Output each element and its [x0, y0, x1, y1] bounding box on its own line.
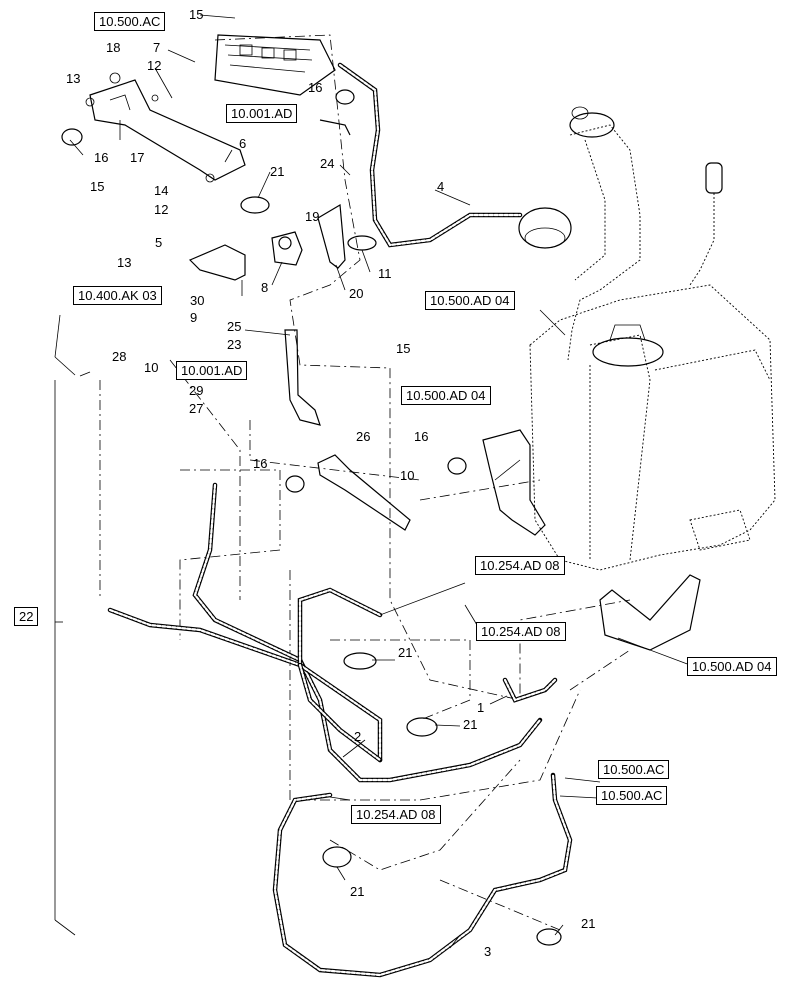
callout-21[interactable]: 21: [398, 645, 413, 660]
callout-6[interactable]: 6: [239, 136, 247, 151]
callout-22[interactable]: 22: [14, 607, 39, 626]
support-bracket: [317, 204, 346, 269]
callout-21[interactable]: 21: [581, 916, 596, 931]
callout-11[interactable]: 11: [378, 266, 392, 281]
breather-filter: [689, 162, 723, 286]
callout-13[interactable]: 13: [66, 71, 81, 86]
callout-10[interactable]: 10: [400, 468, 415, 483]
callout-10[interactable]: 10: [144, 360, 159, 375]
callout-7[interactable]: 7: [153, 40, 161, 55]
callout-21[interactable]: 21: [350, 884, 365, 899]
callout-1[interactable]: 1: [477, 700, 485, 715]
callout-4[interactable]: 4: [437, 179, 445, 194]
callout-9[interactable]: 9: [190, 310, 198, 325]
callout-16[interactable]: 16: [308, 80, 323, 95]
ref-box-10-001-ad[interactable]: 10.001.AD: [176, 361, 248, 380]
harness-4: [319, 62, 572, 249]
hose-clamps: [240, 196, 562, 946]
ref-box-10-500-ac[interactable]: 10.500.AC: [596, 786, 668, 805]
callout-21[interactable]: 21: [463, 717, 478, 732]
callout-28[interactable]: 28: [112, 349, 127, 364]
callout-24[interactable]: 24: [320, 156, 335, 171]
callout-12[interactable]: 12: [154, 202, 169, 217]
callout-20[interactable]: 20: [349, 286, 364, 301]
callout-19[interactable]: 19: [305, 209, 320, 224]
ref-box-10-500-ad-04[interactable]: 10.500.AD 04: [401, 386, 491, 405]
ref-box-10-500-ac[interactable]: 10.500.AC: [94, 12, 166, 31]
callout-15[interactable]: 15: [396, 341, 411, 356]
callout-17[interactable]: 17: [130, 150, 145, 165]
callout-3[interactable]: 3: [484, 944, 492, 959]
callout-16[interactable]: 16: [414, 429, 429, 444]
callout-13[interactable]: 13: [117, 255, 132, 270]
rail-bracket: [317, 454, 411, 531]
solenoid-valve: [271, 231, 303, 266]
callout-5[interactable]: 5: [155, 235, 163, 250]
tank-strap-upper: [482, 429, 546, 536]
ref-box-10-500-ad-04[interactable]: 10.500.AD 04: [687, 657, 777, 676]
ref-box-10-254-ad-08[interactable]: 10.254.AD 08: [351, 805, 441, 824]
callout-2[interactable]: 2: [354, 729, 362, 744]
callout-27[interactable]: 27: [189, 401, 204, 416]
ref-box-10-254-ad-08[interactable]: 10.254.AD 08: [475, 556, 565, 575]
leader-lines: [54, 14, 691, 949]
callout-15[interactable]: 15: [189, 7, 204, 22]
mounting-bracket: [85, 72, 246, 183]
tank-strap-lower: [599, 574, 701, 651]
ref-box-10-254-ad-08[interactable]: 10.254.AD 08: [476, 622, 566, 641]
ref-box-10-001-ad[interactable]: 10.001.AD: [226, 104, 298, 123]
callout-23[interactable]: 23: [227, 337, 242, 352]
harness-3: [272, 772, 573, 978]
callout-16[interactable]: 16: [253, 456, 268, 471]
callout-29[interactable]: 29: [189, 383, 204, 398]
harness-2: [107, 482, 558, 783]
ref-box-10-500-ac[interactable]: 10.500.AC: [598, 760, 670, 779]
callout-14[interactable]: 14: [154, 183, 169, 198]
callout-25[interactable]: 25: [227, 319, 242, 334]
callout-26[interactable]: 26: [356, 429, 371, 444]
ref-box-10-400-ak-03[interactable]: 10.400.AK 03: [73, 286, 162, 305]
callout-15[interactable]: 15: [90, 179, 105, 194]
callout-18[interactable]: 18: [106, 40, 121, 55]
callout-21[interactable]: 21: [270, 164, 285, 179]
wire-bracket: [284, 329, 321, 426]
filler-neck: [567, 106, 641, 361]
assembly-guide-lines: [99, 34, 631, 931]
callout-30[interactable]: 30: [190, 293, 205, 308]
def-tank: [529, 284, 776, 571]
callout-8[interactable]: 8: [261, 280, 269, 295]
rubber-grommets: [61, 89, 467, 493]
ref-box-10-500-ad-04[interactable]: 10.500.AD 04: [425, 291, 515, 310]
callout-12[interactable]: 12: [147, 58, 162, 73]
plate-bracket: [188, 244, 246, 296]
callout-16[interactable]: 16: [94, 150, 109, 165]
control-module: [214, 34, 336, 96]
